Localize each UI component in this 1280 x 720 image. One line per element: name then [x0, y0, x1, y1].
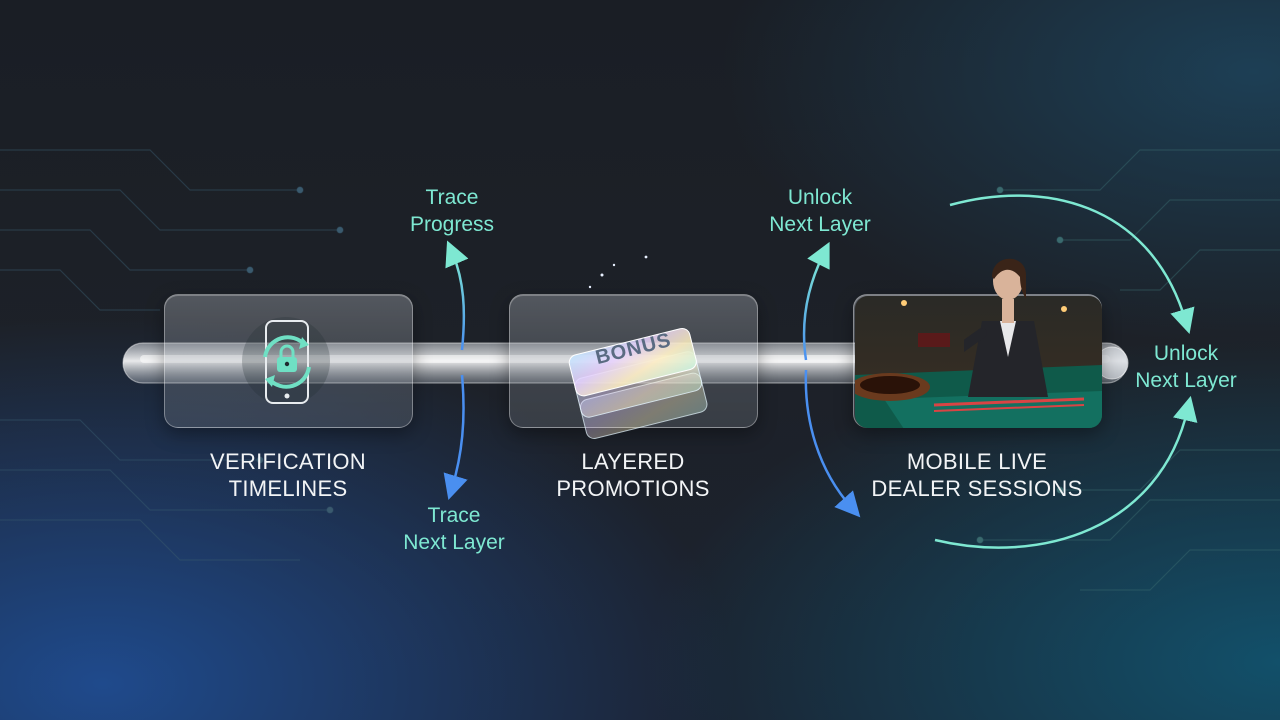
- annotation-unlock-next-top: Unlock Next Layer: [769, 186, 871, 236]
- annotation-unlock-next-right: Unlock Next Layer: [1135, 342, 1237, 392]
- arrow-unlock-down: [804, 369, 861, 518]
- arrow-unlock-up: [802, 241, 830, 361]
- step-panel-promotions: BONUS: [509, 255, 758, 440]
- step-panel-live-dealer: [853, 258, 1102, 428]
- arrow-trace-next: [443, 374, 468, 500]
- step-panel-verification: [164, 294, 413, 428]
- dealer-figure: [964, 258, 1048, 397]
- bonus-cards-icon: BONUS: [568, 255, 708, 440]
- step-title-promotions: LAYERED PROMOTIONS: [556, 449, 710, 501]
- loop-arrow-bottom: [934, 395, 1198, 549]
- circuit-traces-right: [976, 149, 1280, 591]
- loop-arrow-top: [949, 194, 1195, 334]
- step-title-live-dealer: MOBILE LIVE DEALER SESSIONS: [871, 449, 1083, 501]
- phone-lock-sync-icon: [242, 317, 330, 405]
- circuit-traces-left: [0, 149, 344, 561]
- step-title-verification: VERIFICATION TIMELINES: [210, 449, 366, 501]
- annotation-trace-next: Trace Next Layer: [403, 504, 505, 554]
- arrow-trace-progress: [445, 240, 469, 351]
- annotation-trace-progress: Trace Progress: [409, 186, 495, 236]
